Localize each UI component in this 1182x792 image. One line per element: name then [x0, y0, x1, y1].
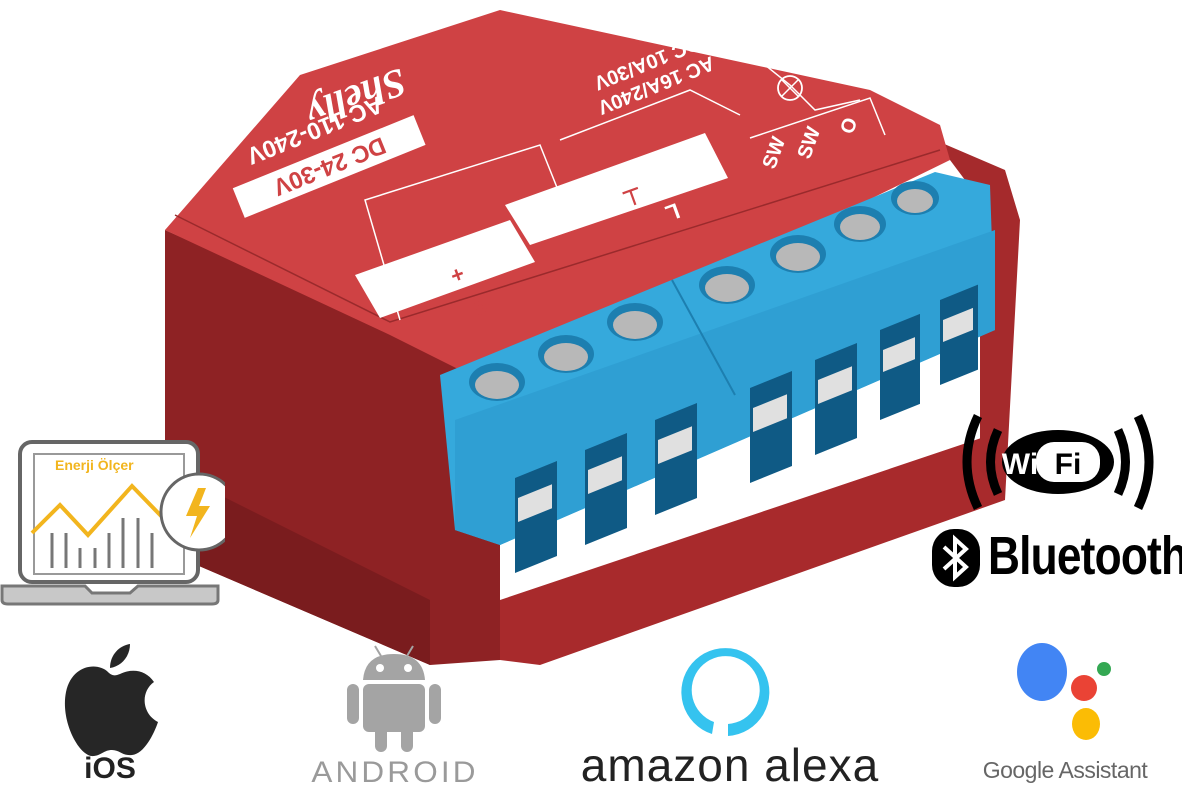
energy-meter-laptop-icon — [0, 440, 225, 606]
alexa-icon — [681, 648, 770, 736]
alexa-label: amazon alexa — [580, 739, 880, 791]
lamp-symbol-icon — [777, 75, 803, 101]
terminal-screws — [469, 181, 939, 401]
ios-label: iOS — [84, 752, 136, 785]
apple-icon — [64, 644, 158, 757]
device-base — [500, 430, 1005, 665]
bluetooth-label: Bluetooth — [988, 526, 1182, 586]
android-icon — [347, 645, 441, 752]
energy-meter-title: Enerji Ölçer — [55, 457, 134, 473]
terminal-wire-slots — [515, 284, 978, 573]
wifi-icon: Wi Fi — [962, 414, 1154, 510]
android-label: ANDROID — [311, 756, 479, 789]
terminal-label-o: O — [836, 115, 862, 137]
lightning-icon — [186, 488, 210, 538]
wifi-label-fi: Fi — [1055, 448, 1082, 481]
google-assistant-icon — [1017, 643, 1111, 740]
bluetooth-icon — [932, 529, 980, 587]
google-assistant-label: Google Assistant — [982, 757, 1148, 783]
wifi-label-wi: Wi — [1002, 448, 1038, 481]
